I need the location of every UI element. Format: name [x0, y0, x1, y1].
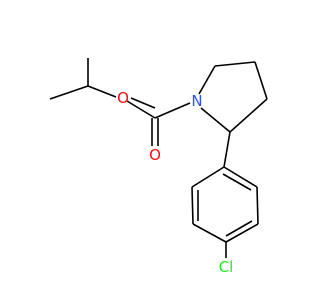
bond-phenyl-3	[225, 223, 259, 243]
nitrogen-label: N	[191, 92, 202, 110]
bond-phenyl-2	[256, 186, 259, 225]
bond-phenyl-inner-1	[222, 173, 252, 191]
bond-ring-phenyl	[223, 131, 231, 168]
oxygen-ether-label: O	[117, 89, 129, 107]
bond-methyl-left	[49, 85, 89, 100]
bond-ch2-carbonyl	[126, 100, 156, 119]
bond-phenyl-inner-2	[225, 220, 253, 237]
bond-ether-ch2	[130, 97, 156, 109]
molecule-structure-diagram: O N O Cl	[49, 58, 268, 276]
bond-ring-n-c2	[200, 107, 231, 133]
bond-phenyl-5	[191, 186, 194, 225]
bond-phenyl-4	[192, 223, 227, 243]
bond-ring-n-c5	[198, 65, 216, 95]
bond-isopropyl-ether	[87, 85, 117, 98]
bond-ring-c3-c2	[229, 98, 268, 133]
bond-carbonyl-nitrogen	[154, 102, 191, 119]
chlorine-label: Cl	[219, 258, 234, 276]
bond-phenyl-6	[191, 166, 225, 188]
oxygen-carbonyl-label: O	[149, 146, 161, 164]
bond-ring-c5-c4	[214, 61, 256, 67]
bond-ring-c4-c3	[254, 61, 268, 100]
bond-phenyl-1	[223, 166, 258, 188]
